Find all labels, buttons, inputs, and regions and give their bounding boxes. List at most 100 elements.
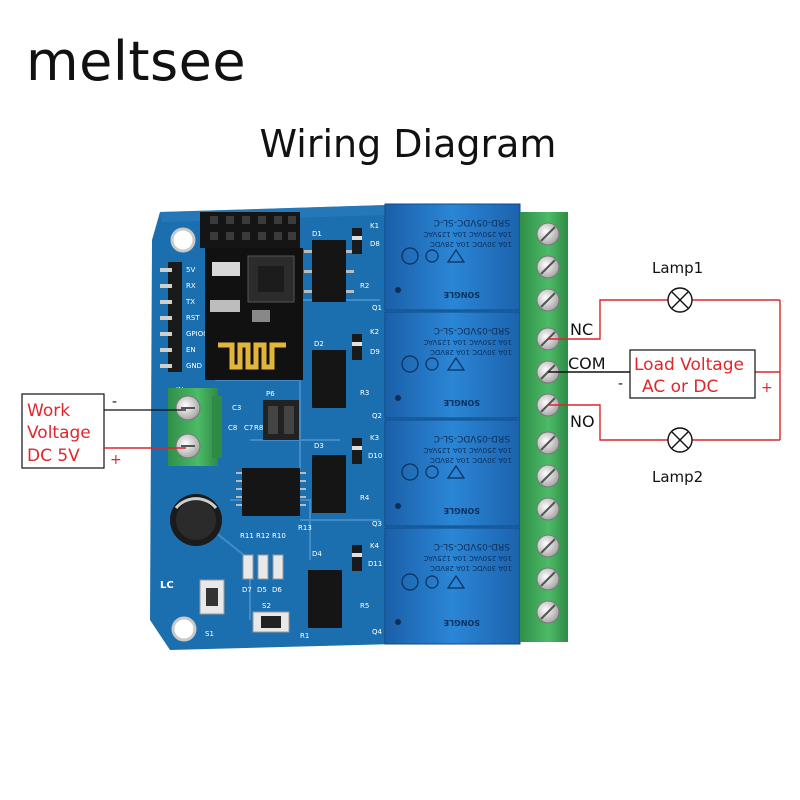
pcb-label: Q4 bbox=[372, 628, 383, 636]
pin-label: RX bbox=[186, 282, 196, 290]
jumper-p6 bbox=[263, 400, 299, 440]
pcb-label: D8 bbox=[370, 240, 380, 248]
mount-hole bbox=[170, 227, 196, 253]
ul-logo bbox=[401, 573, 419, 591]
relay-model: SRD-05VDC-SL-C bbox=[434, 433, 510, 443]
pcb-label: S1 bbox=[205, 630, 214, 638]
brand-name: meltsee bbox=[26, 30, 247, 93]
work-voltage-label: Work bbox=[27, 401, 70, 421]
relay-2 bbox=[384, 311, 521, 419]
pcb-label: D7 bbox=[242, 586, 252, 594]
electrolytic-capacitor bbox=[170, 494, 222, 546]
pcb-label: C8 bbox=[228, 424, 237, 432]
pcb-label: R1 bbox=[300, 632, 309, 640]
lc-label: LC bbox=[160, 580, 174, 591]
pcb-label: R12 bbox=[256, 532, 270, 540]
relay-3 bbox=[384, 419, 521, 527]
pin-label: TX bbox=[185, 298, 195, 306]
pcb-label: C3 bbox=[232, 404, 241, 412]
ce-logo bbox=[425, 575, 439, 589]
work-voltage-label: DC 5V bbox=[27, 446, 80, 466]
no-wire bbox=[548, 404, 668, 441]
pcb-label: K4 bbox=[370, 542, 380, 550]
ul-logo bbox=[401, 247, 419, 265]
diode bbox=[352, 438, 362, 464]
optocoupler bbox=[312, 350, 346, 408]
pin-header bbox=[160, 262, 182, 372]
lamp1-label: Lamp1 bbox=[652, 259, 703, 277]
relay-rating: 10A 250VAC 10A 125VAC bbox=[423, 554, 512, 562]
pcb-label: R8 bbox=[254, 424, 263, 432]
ce-logo bbox=[425, 465, 439, 479]
pin-label: 5V bbox=[186, 266, 195, 274]
load-minus-sign: - bbox=[618, 376, 623, 392]
relay-rating: 10A 250VAC 10A 125VAC bbox=[423, 230, 512, 238]
pcb-label: R4 bbox=[360, 494, 370, 502]
relay-terminal-strip bbox=[520, 212, 568, 642]
work-minus-sign: - bbox=[112, 394, 117, 410]
pin-label: GPIO0 bbox=[186, 330, 208, 338]
pin-label: EN bbox=[186, 346, 196, 354]
pcb-label: D1 bbox=[312, 230, 322, 238]
diode bbox=[352, 545, 362, 571]
relay-rating: 10A 30VDC 10A 28VDC bbox=[430, 348, 512, 356]
load-voltage-box bbox=[629, 349, 756, 399]
no-label: NO bbox=[570, 412, 595, 431]
relay-rating: 10A 30VDC 10A 28VDC bbox=[430, 240, 512, 248]
ul-logo bbox=[401, 355, 419, 373]
ul-logo bbox=[401, 463, 419, 481]
relay-model: SRD-05VDC-SL-C bbox=[434, 541, 510, 551]
optocoupler bbox=[312, 455, 346, 513]
work-voltage-label: Voltage bbox=[27, 423, 91, 443]
relay-model: SRD-05VDC-SL-C bbox=[434, 325, 510, 335]
relay-brand: SONGLE bbox=[444, 290, 480, 299]
pcb-label: R11 bbox=[240, 532, 254, 540]
pcb-label: R3 bbox=[360, 389, 369, 397]
work-plus-sign: + bbox=[110, 452, 122, 468]
pcb-label: K1 bbox=[370, 222, 379, 230]
ce-logo bbox=[425, 249, 439, 263]
pcb-label: Q2 bbox=[372, 412, 382, 420]
relay-1 bbox=[384, 203, 521, 311]
load-voltage-label: Load Voltage bbox=[634, 355, 744, 375]
pcb-label: S2 bbox=[262, 602, 271, 610]
pcb-label: D10 bbox=[368, 452, 382, 460]
com-label: COM bbox=[568, 354, 606, 373]
optocoupler bbox=[308, 570, 342, 628]
diode bbox=[352, 228, 362, 254]
pcb-label: Q3 bbox=[372, 520, 382, 528]
relay-rating: 10A 30VDC 10A 28VDC bbox=[430, 456, 512, 464]
pcb-label: C7 bbox=[244, 424, 253, 432]
led bbox=[257, 554, 269, 580]
load-voltage-label: AC or DC bbox=[642, 377, 718, 397]
relay-brand: SONGLE bbox=[444, 398, 480, 407]
lamp2-icon bbox=[667, 427, 693, 453]
relay-model: SRD-05VDC-SL-C bbox=[434, 217, 510, 227]
pin-label: RST bbox=[186, 314, 200, 322]
led bbox=[272, 554, 284, 580]
pcb-label: R5 bbox=[360, 602, 369, 610]
relay-rating: 10A 250VAC 10A 125VAC bbox=[423, 338, 512, 346]
diode bbox=[352, 334, 362, 360]
pcb-label: K2 bbox=[370, 328, 379, 336]
nc-label: NC bbox=[570, 320, 593, 339]
lamp2-label: Lamp2 bbox=[652, 468, 703, 486]
pcb-label: D11 bbox=[368, 560, 382, 568]
relay-4 bbox=[384, 527, 521, 645]
pcb-label: R13 bbox=[298, 524, 312, 532]
optocoupler bbox=[312, 240, 346, 302]
relay-rating: 10A 250VAC 10A 125VAC bbox=[423, 446, 512, 454]
relay-brand: SONGLE bbox=[444, 618, 480, 627]
work-voltage-box bbox=[21, 393, 105, 469]
pcb-label: P6 bbox=[266, 390, 275, 398]
pcb-label: D2 bbox=[314, 340, 324, 348]
driver-ic bbox=[242, 468, 300, 516]
led bbox=[242, 554, 254, 580]
mount-hole bbox=[171, 616, 197, 642]
pcb-label: R10 bbox=[272, 532, 286, 540]
relay-brand: SONGLE bbox=[444, 506, 480, 515]
pcb-label: K3 bbox=[370, 434, 379, 442]
pcb-label: D4 bbox=[312, 550, 322, 558]
power-terminal-block bbox=[168, 388, 222, 466]
